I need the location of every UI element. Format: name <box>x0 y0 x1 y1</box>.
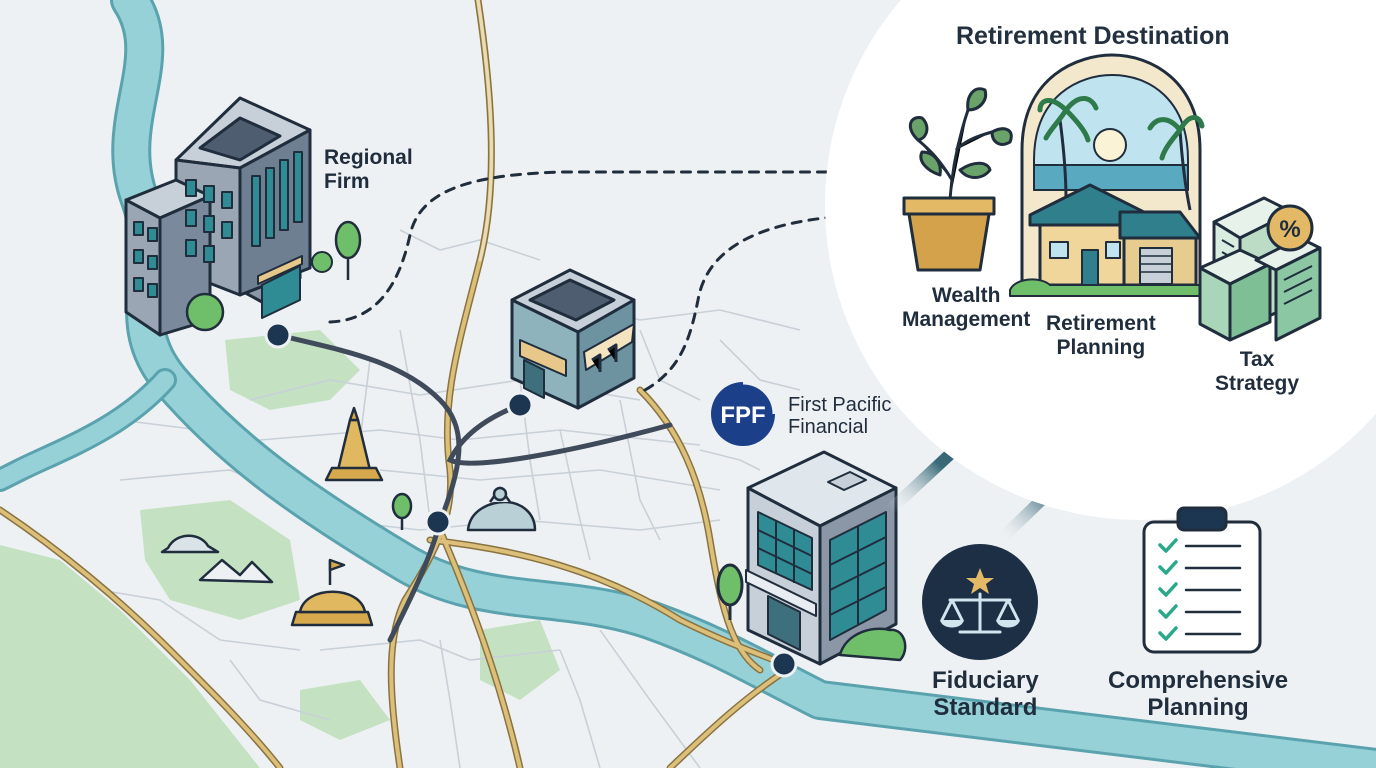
label-retirement-planning: Retirement Planning <box>1046 312 1156 359</box>
retirement-home-icon <box>1009 53 1211 297</box>
node-center <box>424 508 452 536</box>
destination-title: Retirement Destination <box>956 22 1230 50</box>
label-wealth-management: Wealth Management <box>902 284 1030 331</box>
label-tax-strategy-line2: Strategy <box>1215 371 1300 395</box>
plant-icon <box>902 87 1013 272</box>
brand-name-line1: First Pacific <box>788 394 892 416</box>
regional-firm-building <box>124 96 362 337</box>
label-fiduciary-standard-line2: Standard <box>933 693 1038 721</box>
brand-name: First Pacific Financial <box>788 394 891 439</box>
clipboard-checklist-icon <box>1142 506 1262 654</box>
label-tax-strategy-line1: Tax <box>1239 348 1275 371</box>
label-retirement-planning-line2: Planning <box>1056 335 1146 359</box>
label-wealth-management-line1: Wealth <box>931 284 1001 307</box>
label-retirement-planning-line1: Retirement <box>1046 312 1156 335</box>
park-south <box>480 620 560 700</box>
shop-building <box>510 268 636 410</box>
label-regional-firm-line1: Regional <box>324 146 413 169</box>
label-regional-firm-line2: Firm <box>324 169 370 193</box>
label-tax-strategy: Tax Strategy <box>1215 348 1299 395</box>
percent-badge-text: % <box>1279 216 1300 243</box>
label-regional-firm: Regional Firm <box>324 146 413 193</box>
fpf-building <box>716 450 907 666</box>
node-shop <box>506 391 534 419</box>
brand-name-line2: Financial <box>788 416 869 439</box>
park-center-west <box>140 500 300 620</box>
scales-icon <box>922 544 1038 660</box>
tax-strategy-icon: % <box>1198 196 1322 342</box>
node-regional-firm <box>264 321 292 349</box>
parks <box>0 330 560 768</box>
label-wealth-management-line2: Management <box>902 307 1031 331</box>
label-comprehensive-planning-line1: Comprehensive <box>1108 667 1289 694</box>
label-comprehensive-planning-line2: Planning <box>1147 693 1249 721</box>
label-comprehensive-planning: Comprehensive Planning <box>1108 667 1289 722</box>
park-left <box>0 545 260 768</box>
fpf-logo-text: FPF <box>720 402 765 429</box>
park-near-firm <box>225 330 360 410</box>
node-fpf <box>770 650 798 678</box>
fpf-logo: FPF <box>711 379 778 446</box>
label-fiduciary-standard: Fiduciary Standard <box>932 667 1039 722</box>
park-southwest <box>300 680 390 740</box>
dashed-routes <box>328 170 872 392</box>
landmarks <box>160 406 537 627</box>
label-fiduciary-standard-line1: Fiduciary <box>932 667 1039 694</box>
route-nodes <box>264 321 798 678</box>
